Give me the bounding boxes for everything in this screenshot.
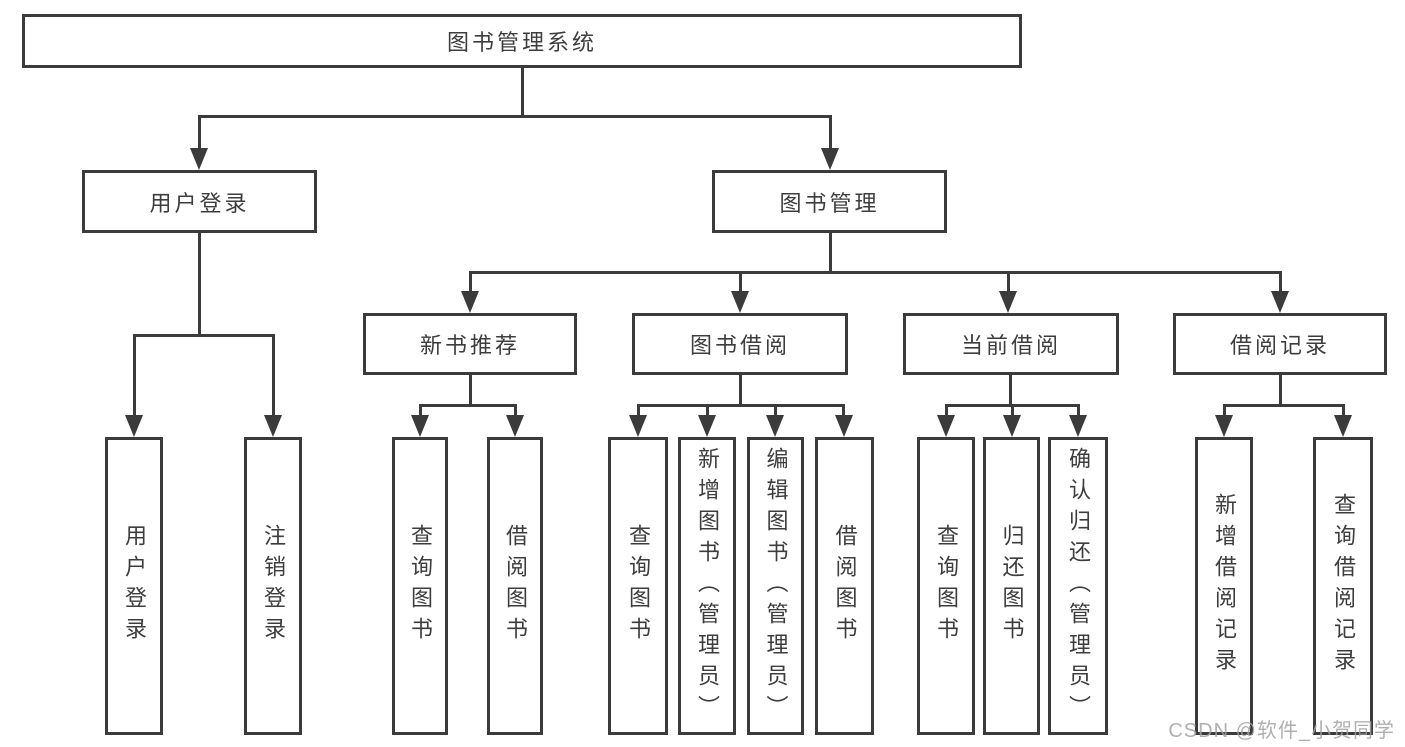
connector-line: [774, 404, 777, 417]
leaf-label: 查询借阅记录: [1331, 493, 1356, 679]
arrow-down-icon: [731, 291, 749, 313]
arrow-down-icon: [1334, 415, 1352, 437]
arrow-down-icon: [629, 415, 647, 437]
node-leaf-query-borrow-record: 查询借阅记录: [1313, 437, 1373, 735]
node-leaf-query-books-recommend: 查询图书: [392, 437, 448, 735]
node-new-book-recommend: 新书推荐: [363, 313, 577, 375]
node-leaf-user-login: 用户登录: [105, 437, 163, 735]
connector-line: [1223, 404, 1345, 407]
connector-line: [1009, 375, 1012, 406]
connector-line: [637, 404, 640, 417]
arrow-down-icon: [506, 415, 524, 437]
node-current-borrowing: 当前借阅: [903, 313, 1119, 375]
node-leaf-confirm-return-admin: 确认归还（管理员）: [1048, 437, 1108, 735]
leaf-label: 注销登录: [261, 524, 286, 648]
arrow-down-icon: [461, 291, 479, 313]
arrow-down-icon: [190, 148, 208, 170]
arrow-down-icon: [821, 148, 839, 170]
node-book-management: 图书管理: [712, 170, 947, 233]
leaf-label: 新增图书（管理员）: [695, 446, 720, 726]
connector-line: [198, 233, 201, 337]
leaf-label: 归还图书: [999, 524, 1025, 648]
leaf-label: 查询图书: [408, 524, 433, 648]
connector-line: [198, 115, 832, 118]
connector-line: [829, 233, 832, 274]
connector-line: [637, 404, 845, 407]
connector-line: [842, 404, 845, 417]
leaf-label: 查询图书: [934, 524, 959, 648]
arrow-down-icon: [264, 415, 282, 437]
connector-line: [419, 404, 517, 407]
connector-line: [1011, 404, 1014, 417]
connector-line: [739, 375, 742, 406]
connector-line: [469, 375, 472, 406]
csdn-watermark: CSDN @软件_小贺同学: [1168, 720, 1395, 742]
connector-line: [469, 271, 1282, 274]
connector-line: [521, 68, 524, 117]
connector-line: [1077, 404, 1080, 417]
arrow-down-icon: [1215, 415, 1233, 437]
leaf-label: 确认归还（管理员）: [1066, 446, 1091, 726]
arrow-down-icon: [125, 415, 143, 437]
leaf-label: 借阅图书: [503, 524, 528, 648]
connector-line: [469, 271, 472, 293]
connector-line: [1279, 271, 1282, 293]
arrow-down-icon: [999, 291, 1017, 313]
connector-line: [706, 404, 709, 417]
connector-line: [1279, 375, 1282, 406]
leaf-label: 新增借阅记录: [1212, 493, 1237, 679]
node-leaf-add-borrow-record: 新增借阅记录: [1195, 437, 1253, 735]
leaf-label: 用户登录: [122, 524, 147, 648]
node-leaf-query-books-borrowing: 查询图书: [608, 437, 668, 735]
arrow-down-icon: [1003, 415, 1021, 437]
connector-line: [198, 115, 201, 150]
arrow-down-icon: [1271, 291, 1289, 313]
node-leaf-query-books-current: 查询图书: [917, 437, 975, 735]
arrow-down-icon: [698, 415, 716, 437]
arrow-down-icon: [411, 415, 429, 437]
connector-line: [133, 334, 136, 417]
connector-line: [133, 334, 275, 337]
node-book-borrowing: 图书借阅: [632, 313, 848, 375]
node-user-login: 用户登录: [82, 170, 317, 233]
node-leaf-add-books-admin: 新增图书（管理员）: [678, 437, 736, 735]
connector-line: [1223, 404, 1226, 417]
node-leaf-logout: 注销登录: [244, 437, 302, 735]
node-leaf-edit-books-admin: 编辑图书（管理员）: [747, 437, 804, 735]
node-leaf-borrow-books-recommend: 借阅图书: [487, 437, 543, 735]
connector-line: [1007, 271, 1010, 293]
leaf-label: 借阅图书: [832, 524, 858, 648]
connector-line: [514, 404, 517, 417]
leaf-label: 编辑图书（管理员）: [763, 446, 789, 726]
connector-line: [945, 404, 948, 417]
node-library-system: 图书管理系统: [22, 14, 1022, 68]
arrow-down-icon: [937, 415, 955, 437]
node-leaf-borrow-books: 借阅图书: [815, 437, 874, 735]
connector-line: [1342, 404, 1345, 417]
arrow-down-icon: [835, 415, 853, 437]
node-leaf-return-books: 归还图书: [983, 437, 1040, 735]
node-borrowing-records: 借阅记录: [1173, 313, 1387, 375]
connector-line: [739, 271, 742, 293]
arrow-down-icon: [1069, 415, 1087, 437]
leaf-label: 查询图书: [626, 524, 651, 648]
connector-line: [829, 115, 832, 150]
connector-line: [272, 334, 275, 417]
arrow-down-icon: [766, 415, 784, 437]
connector-line: [419, 404, 422, 417]
